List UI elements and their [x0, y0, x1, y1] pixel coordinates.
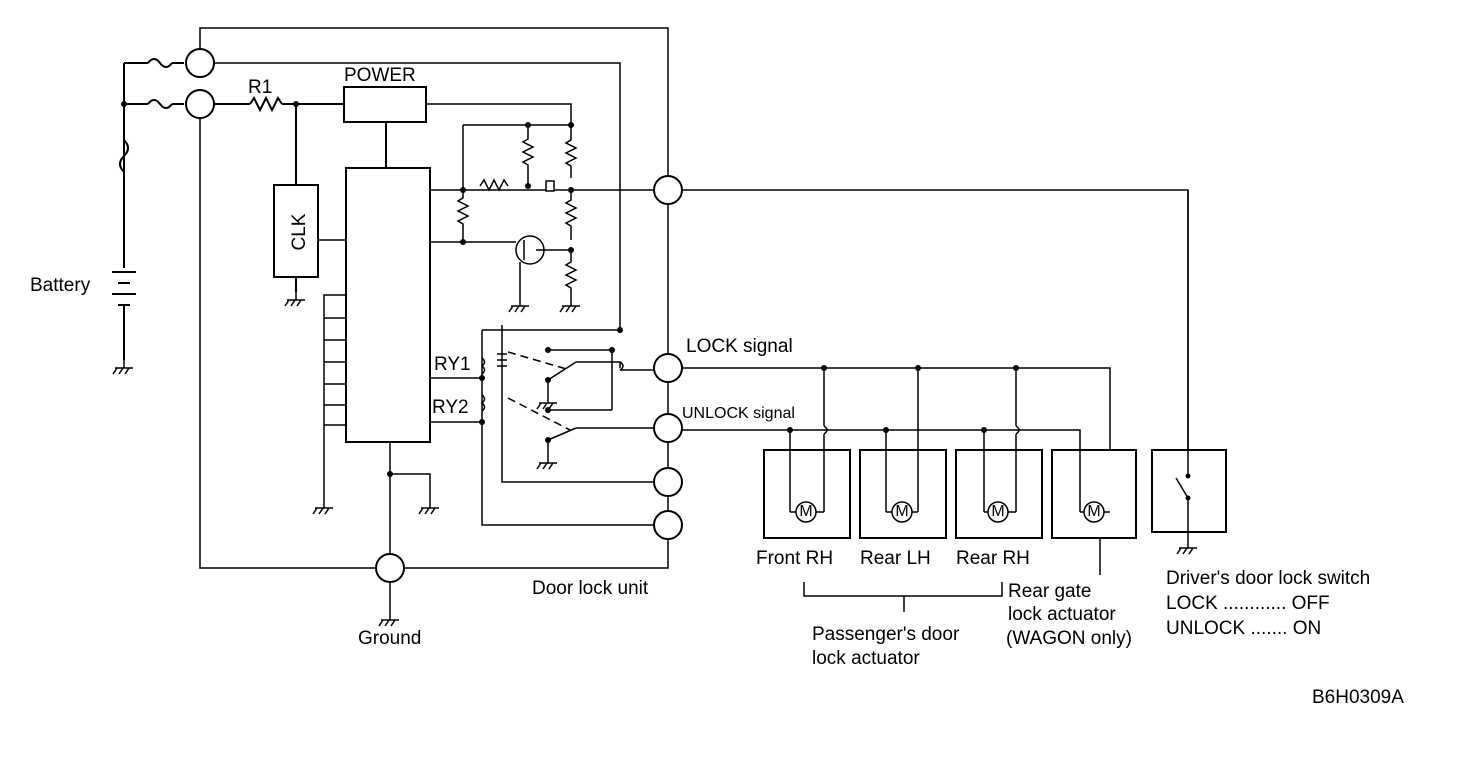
passenger-bracket: [803, 582, 1003, 597]
front-rh-label: Front RH: [756, 548, 833, 569]
driver-door-switch: [1151, 190, 1227, 555]
rear-gate-label-line3: (WAGON only): [1006, 628, 1132, 649]
driver-switch-lock: LOCK ............ OFF: [1166, 593, 1330, 614]
motor-rear-lh: M: [895, 503, 908, 520]
rear-lh-actuator: [859, 365, 947, 539]
terminal-1: [185, 48, 215, 78]
motor-front-rh: M: [799, 503, 812, 520]
motor-rear-rh: M: [991, 503, 1004, 520]
rear-gate-label-line2: lock actuator: [1008, 604, 1116, 625]
ground-terminal: [375, 553, 405, 583]
door-lock-unit-label: Door lock unit: [532, 578, 649, 599]
power-block: [343, 86, 427, 123]
battery-label: Battery: [30, 275, 91, 296]
driver-switch-unlock: UNLOCK ....... ON: [1166, 618, 1321, 639]
passenger-label-line2: lock actuator: [812, 648, 920, 669]
rear-rh-actuator: [955, 365, 1043, 539]
rear-gate-label-line1: Rear gate: [1008, 581, 1091, 602]
input-network: [430, 122, 668, 313]
ry2-label: RY2: [432, 397, 469, 418]
front-rh-actuator: [763, 365, 851, 539]
terminal-2: [185, 89, 215, 119]
r1-resistor: [249, 95, 283, 113]
rear-rh-label: Rear RH: [956, 548, 1030, 569]
r1-label: R1: [248, 77, 272, 98]
clk-label: CLK: [289, 213, 310, 250]
unit-terminals: [394, 175, 683, 569]
rear-lh-label: Rear LH: [860, 548, 931, 569]
control-ic: [345, 167, 431, 443]
ry1-label: RY1: [434, 354, 471, 375]
driver-switch-title: Driver's door lock switch: [1166, 568, 1370, 589]
ground-label: Ground: [358, 628, 421, 649]
lock-signal-label: LOCK signal: [686, 336, 793, 357]
unlock-signal-label: UNLOCK signal: [682, 405, 795, 422]
ic-pins: [312, 294, 346, 515]
relay-section: [430, 325, 668, 526]
rear-gate-actuator: [1016, 429, 1137, 575]
motor-rear-gate: M: [1087, 503, 1100, 520]
figure-id: B6H0309A: [1312, 687, 1404, 708]
passenger-label-line1: Passenger's door: [812, 624, 960, 645]
battery-section: [112, 58, 184, 375]
power-label: POWER: [344, 65, 416, 86]
